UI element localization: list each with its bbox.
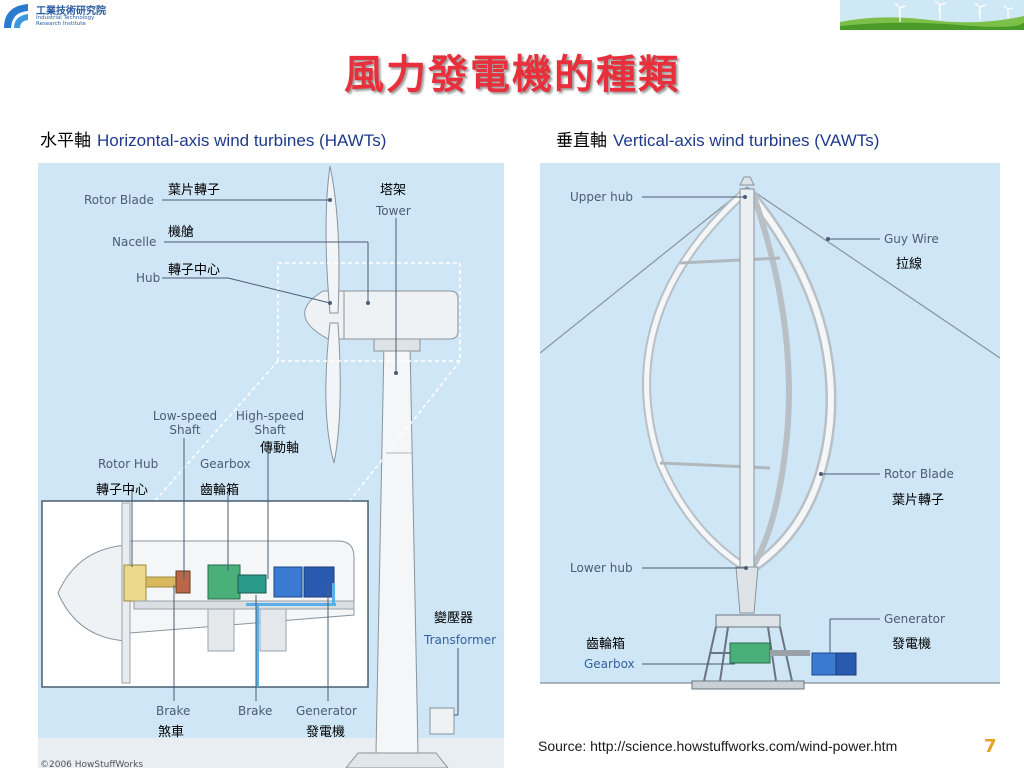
generator-label-cn: 發電機 [306, 725, 346, 740]
wind-farm-banner [840, 0, 1024, 30]
source-citation: Source: http://science.howstuffworks.com… [538, 738, 898, 754]
rotor-blade-label: Rotor Blade [84, 193, 154, 207]
hawt-illustration [38, 165, 504, 768]
brake-label-1-cn: 煞車 [158, 725, 185, 740]
low-speed-shaft-label: Low-speed Shaft [152, 409, 218, 437]
rotor-hub-label-cn: 轉子中心 [96, 483, 149, 498]
hawt-heading: 水平軸 Horizontal-axis wind turbines (HAWTs) [40, 126, 386, 151]
transformer-label-cn: 變壓器 [434, 611, 474, 626]
rotor-blade-label: Rotor Blade [884, 467, 954, 481]
guy-wire-label-cn: 拉線 [896, 257, 923, 272]
gearbox-label: Gearbox [584, 657, 635, 671]
itri-logo: 工業技術研究院 Industrial Technology Research I… [2, 2, 142, 32]
vawt-diagram: Upper hub Guy Wire 拉線 Rotor Blade 葉片轉子 L… [540, 163, 1000, 711]
generator-label: Generator [884, 612, 945, 626]
gearbox-label-cn: 齒輪箱 [586, 637, 626, 652]
lower-hub-label: Lower hub [570, 561, 633, 575]
copyright-note: ©2006 HowStuffWorks [40, 760, 144, 770]
hawt-heading-chinese: 水平軸 [40, 131, 91, 151]
nacelle-label: Nacelle [112, 235, 157, 249]
hub-label-cn: 轉子中心 [168, 263, 221, 278]
hawt-heading-english: Horizontal-axis wind turbines (HAWTs) [97, 131, 387, 150]
vawt-heading-english: Vertical-axis wind turbines (VAWTs) [613, 131, 880, 150]
itri-logo-icon [4, 4, 28, 28]
generator-label-cn: 發電機 [892, 637, 932, 652]
nacelle-label-cn: 機艙 [168, 225, 195, 240]
rotor-blade-label-cn: 葉片轉子 [168, 183, 221, 198]
guy-wire-label: Guy Wire [884, 232, 939, 246]
gearbox-label: Gearbox [200, 457, 251, 471]
page-number: 7 [984, 736, 997, 757]
vawt-illustration [540, 176, 1000, 711]
hawt-diagram: Rotor Blade 葉片轉子 Nacelle 機艙 Hub 轉子中心 塔架 … [38, 163, 504, 768]
logo-chinese-name: 工業技術研究院 [36, 6, 106, 17]
vawt-heading-chinese: 垂直軸 [556, 131, 607, 151]
generator-label: Generator [296, 704, 357, 718]
high-speed-shaft-label-cn: 傳動軸 [260, 441, 300, 456]
hub-label: Hub [136, 271, 161, 285]
brake-label-1: Brake [156, 704, 191, 718]
vawt-heading: 垂直軸 Vertical-axis wind turbines (VAWTs) [556, 126, 879, 151]
logo-english-name: Industrial Technology Research Institute [36, 15, 95, 27]
upper-hub-label: Upper hub [570, 190, 633, 204]
tower-label-cn: 塔架 [380, 183, 407, 198]
transformer-label: Transformer [424, 633, 497, 647]
gearbox-label-cn: 齒輪箱 [200, 483, 240, 498]
rotor-hub-label: Rotor Hub [98, 457, 159, 471]
high-speed-shaft-label: High-speed Shaft [235, 409, 305, 437]
page-title: 風力發電機的種類 [344, 52, 680, 98]
tower-label: Tower [376, 204, 411, 218]
brake-label-2: Brake [238, 704, 273, 718]
rotor-blade-label-cn: 葉片轉子 [892, 493, 945, 508]
